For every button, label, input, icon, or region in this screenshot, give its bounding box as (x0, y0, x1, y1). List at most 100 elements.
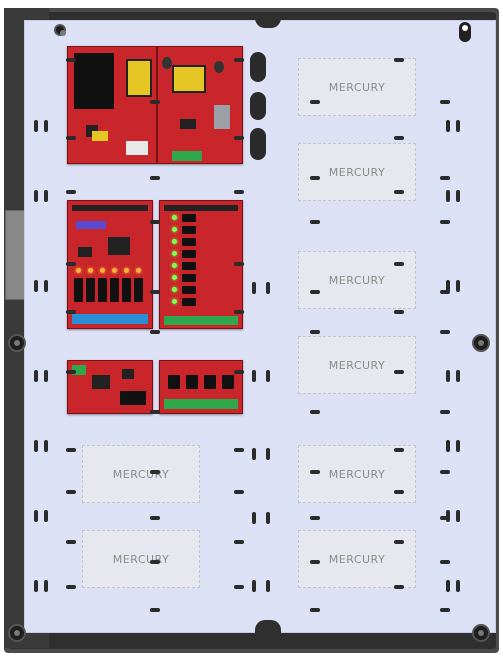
relay (182, 214, 196, 222)
backplate-slot (440, 470, 450, 474)
backplate-slot (66, 540, 76, 544)
mercury-slot-right-5[interactable]: MERCURY (298, 445, 416, 503)
mount-hole-mid-right (472, 334, 490, 352)
backplate-slot (150, 330, 160, 334)
backplate-slot-vertical (252, 370, 256, 382)
backplate-slot-vertical (34, 440, 38, 452)
status-led (172, 227, 177, 232)
controller-board-left[interactable] (67, 200, 153, 329)
small-io-board[interactable] (67, 360, 153, 414)
status-led (172, 239, 177, 244)
relay (134, 278, 143, 302)
backplate-slot (310, 220, 320, 224)
terminal-block-green-4[interactable] (164, 399, 238, 409)
backplate-slot (150, 220, 160, 224)
backplate-slot (66, 310, 76, 314)
relay-small-1 (168, 375, 180, 389)
ribbon-header (76, 221, 106, 229)
backplate-slot (310, 516, 320, 520)
mercury-slot-right-6[interactable]: MERCURY (298, 530, 416, 588)
backplate-slot-vertical (44, 280, 48, 292)
terminal-block-green[interactable] (172, 151, 202, 161)
mercury-slot-left-1[interactable]: MERCURY (82, 445, 200, 503)
relay (182, 250, 196, 258)
backplate-slot (394, 448, 404, 452)
inductor-yellow-2 (172, 65, 206, 93)
slot-label: MERCURY (328, 467, 386, 481)
backplate-slot (66, 585, 76, 589)
backplate-slot-vertical (252, 512, 256, 524)
backplate-slot (150, 410, 160, 414)
bottom-notch (255, 620, 281, 636)
ic-chip-3 (78, 247, 92, 257)
backplate-slot (234, 58, 244, 62)
power-supply-board[interactable] (67, 46, 243, 164)
backplate-slot (440, 220, 450, 224)
backplate-slot (394, 540, 404, 544)
status-led (172, 263, 177, 268)
backplate-slot-vertical (44, 580, 48, 592)
backplate-slot (394, 190, 404, 194)
backplate-slot (394, 262, 404, 266)
backplate-slot-vertical (456, 190, 460, 202)
backplate-slot (394, 58, 404, 62)
backplate-slot (440, 290, 450, 294)
top-notch (255, 12, 281, 28)
backplate-slot (66, 190, 76, 194)
status-led (76, 268, 81, 273)
backplate-slot-vertical (34, 280, 38, 292)
mercury-slot-right-3[interactable]: MERCURY (298, 251, 416, 309)
yellow-relay (92, 131, 108, 141)
backplate-slot-vertical (456, 440, 460, 452)
backplate-slot-vertical (34, 580, 38, 592)
status-led (88, 268, 93, 273)
terminal-block-green-3[interactable] (72, 365, 86, 375)
backplate-slot (440, 330, 450, 334)
backplate-slot-vertical (446, 280, 450, 292)
mercury-slot-right-4[interactable]: MERCURY (298, 336, 416, 394)
terminal-block-blue[interactable] (72, 314, 148, 324)
backplate-slot (310, 560, 320, 564)
ic-chip-4 (92, 375, 110, 389)
status-led (172, 215, 177, 220)
backplate-slot (150, 560, 160, 564)
backplate-slot-vertical (456, 580, 460, 592)
small-relay-board[interactable] (159, 360, 243, 414)
backplate-slot-vertical (446, 190, 450, 202)
terminal-block-green-2[interactable] (164, 316, 238, 325)
backplate-slot (234, 310, 244, 314)
backplate-slot (440, 516, 450, 520)
backplate-slot-vertical (446, 580, 450, 592)
backplate-slot-vertical (34, 120, 38, 132)
backplate-slot (150, 470, 160, 474)
mercury-slot-left-2[interactable]: MERCURY (82, 530, 200, 588)
backplate-slot (440, 176, 450, 180)
backplate-slot (66, 490, 76, 494)
status-led (172, 275, 177, 280)
backplate-slot (150, 100, 160, 104)
backplate-slot (394, 490, 404, 494)
capacitor-1 (162, 57, 172, 69)
inductor-yellow-1 (126, 59, 152, 97)
mercury-slot-right-1[interactable]: MERCURY (298, 58, 416, 116)
slot-label: MERCURY (328, 273, 386, 287)
center-cutout-3 (250, 128, 266, 160)
backplate-slot (234, 585, 244, 589)
backplate-slot-vertical (252, 282, 256, 294)
backplate-slot-vertical (44, 120, 48, 132)
backplate-slot-vertical (252, 448, 256, 460)
backplate-slot (66, 262, 76, 266)
mount-hole-mid-left (8, 334, 26, 352)
status-led (136, 268, 141, 273)
backplate-slot (66, 448, 76, 452)
mount-hole-bottom-left (8, 624, 26, 642)
relay-small-2 (186, 375, 198, 389)
slot-label: MERCURY (112, 467, 170, 481)
relay (98, 278, 107, 302)
backplate-slot (234, 190, 244, 194)
backplate-slot (440, 608, 450, 612)
backplate-slot (310, 330, 320, 334)
relay (74, 278, 83, 302)
backplate-slot (66, 58, 76, 62)
backplate-slot-vertical (44, 190, 48, 202)
